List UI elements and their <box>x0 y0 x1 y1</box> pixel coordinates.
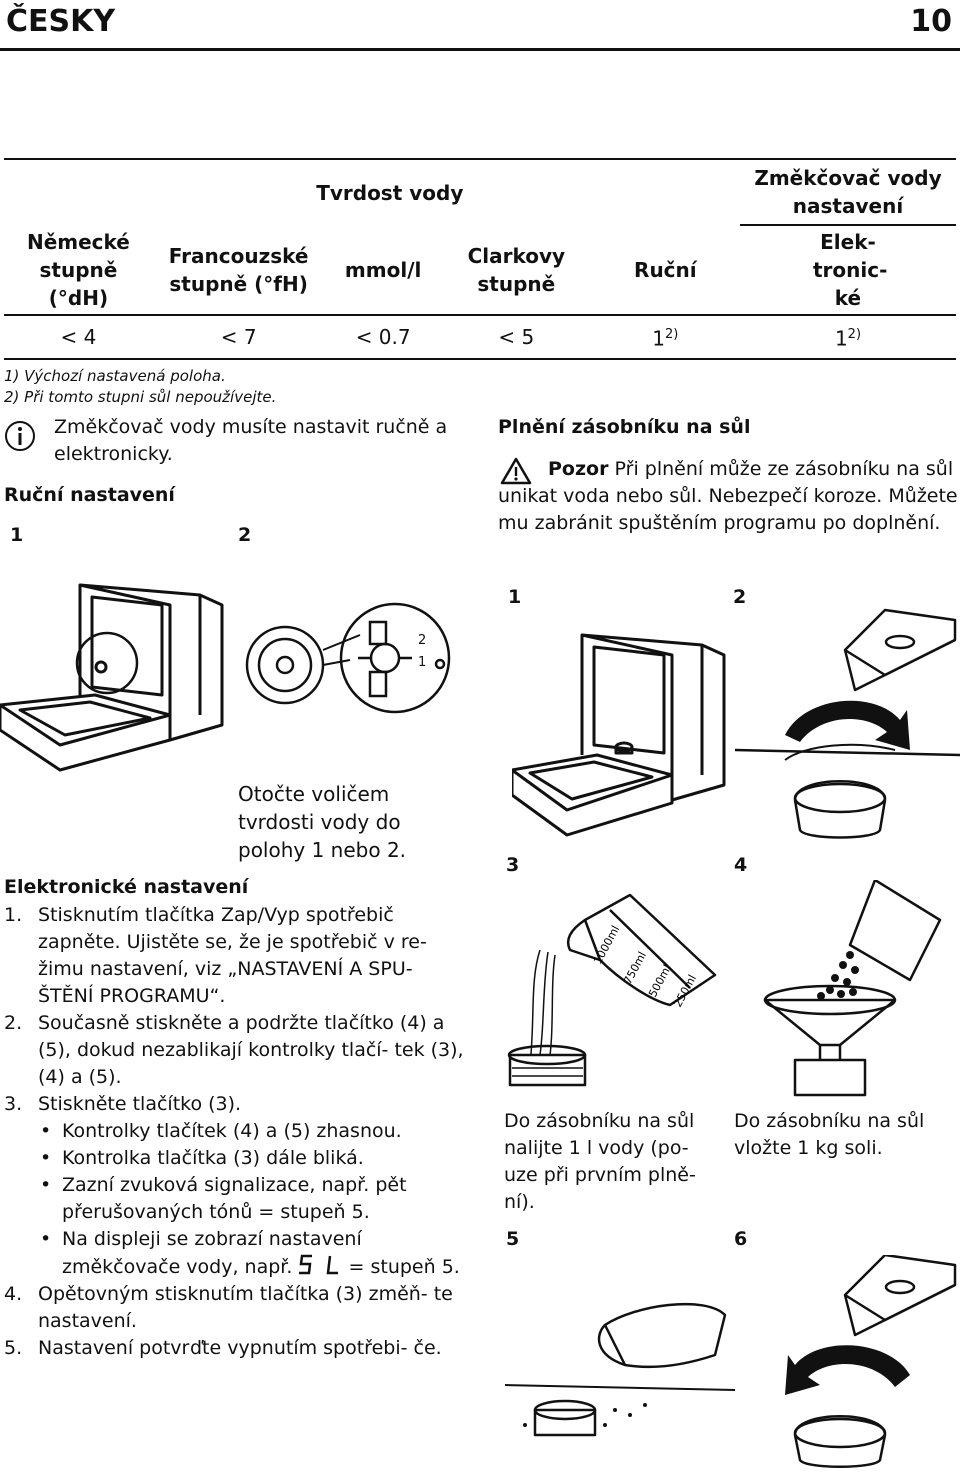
bullet-text: Kontrolky tlačítek (4) a (5) zhasnou. <box>62 1120 402 1142</box>
bullet-item: •Na displeji se zobrazí nastavení změkčo… <box>40 1228 460 1278</box>
hardness-dial-illustration: 2 1 <box>245 602 451 714</box>
col-clark: Clarkovy stupně <box>467 243 566 296</box>
page-number: 10 <box>910 4 952 39</box>
manual-step-1: 1 <box>10 524 24 546</box>
cell-clark: < 5 <box>498 325 535 349</box>
warning-label: Pozor <box>548 458 609 480</box>
step-item: 2. Současně stiskněte a podržte tlačítko … <box>4 1010 464 1091</box>
cell-electronic: 1 <box>834 326 848 351</box>
cell-manual: 1 <box>652 326 666 351</box>
bullet-item: •Kontrolky tlačítek (4) a (5) zhasnou. <box>40 1120 402 1142</box>
step-text: Opětovným stisknutím tlačítka (3) změň- … <box>38 1283 453 1332</box>
bullet-text: Kontrolka tlačítka (3) dále bliká. <box>62 1147 364 1169</box>
bullet-text-end: = stupeň 5. <box>348 1256 460 1278</box>
cell-french: < 7 <box>220 325 257 349</box>
header-rule <box>0 48 960 51</box>
step-item: 4. Opětovným stisknutím tlačítka (3) změň… <box>4 1281 464 1335</box>
caption-step-3: Do zásobníku na sůl nalijte 1 l vody (po… <box>504 1110 696 1213</box>
section-title: ČESKY <box>6 4 116 39</box>
salt-step-3: 3 <box>506 854 520 876</box>
wipe-salt-illustration <box>505 1302 735 1437</box>
warning-block: Pozor Při plnění může ze zásobníku na sů… <box>498 456 958 537</box>
step-text: Stisknutím tlačítka Zap/Vyp spotřebič za… <box>38 904 427 1007</box>
col-manual: Ruční <box>634 257 697 282</box>
dial-mark-1: 1 <box>418 655 426 670</box>
footnote-1: 1) Výchozí nastavená poloha. <box>4 367 226 385</box>
salt-step-1: 1 <box>508 586 522 608</box>
salt-step-6: 6 <box>734 1228 748 1250</box>
warning-icon <box>500 457 532 485</box>
info-icon <box>5 421 35 451</box>
caption-step-4: Do zásobníku na sůl vložte 1 kg soli. <box>734 1110 925 1159</box>
cell-mmol: < 0.7 <box>355 325 411 349</box>
step-item: 1. Stisknutím tlačítka Zap/Vyp spotřebič … <box>4 902 464 1010</box>
group-softener: Změkčovač vody nastavení <box>754 166 942 218</box>
dishwasher-open-illustration <box>0 583 224 772</box>
electronic-heading: Elektronické nastavení <box>4 876 249 898</box>
manual-caption: Otočte voličem tvrdosti vody do polohy 1… <box>238 782 407 862</box>
water-hardness-table: Tvrdost vody Změkčovač vody nastavení Ně… <box>4 158 956 360</box>
step-text: Nastavení potvrďte vypnutím spotřebi- če… <box>38 1337 442 1359</box>
col-german: Německé stupně (°dH) <box>26 229 130 310</box>
salt-heading: Plnění zásobníku na sůl <box>498 416 751 438</box>
dial-mark-2: 2 <box>418 633 426 648</box>
footnote-2: 2) Při tomto stupni sůl nepoužívejte. <box>4 388 277 406</box>
step-number: 2. <box>4 1012 23 1034</box>
group-hardness: Tvrdost vody <box>316 180 464 205</box>
bullet-text: Na displeji se zobrazí nastavení změkčov… <box>62 1228 362 1278</box>
manual-heading: Ruční nastavení <box>4 484 175 506</box>
warning-text: Při plnění může ze zásobníku na sůl unik… <box>498 458 958 534</box>
pour-water-illustration: 1000ml 750ml 500ml 250ml <box>507 893 717 1087</box>
step-text: Současně stiskněte a podržte tlačítko (4… <box>38 1012 464 1088</box>
close-cap-illustration <box>785 1255 957 1468</box>
step-number: 4. <box>4 1283 23 1305</box>
bullet-item: •Zazní zvuková signalizace, např. pět př… <box>40 1174 407 1223</box>
col-mmol: mmol/l <box>344 257 422 282</box>
step-text: Stiskněte tlačítko (3). <box>38 1093 242 1115</box>
manual-step-2: 2 <box>238 524 252 546</box>
step-item: 3. Stiskněte tlačítko (3). <box>4 1091 464 1118</box>
electronic-steps: 1. Stisknutím tlačítka Zap/Vyp spotřebič … <box>4 902 464 1362</box>
step-number: 1. <box>4 904 23 926</box>
open-cap-illustration <box>735 608 960 839</box>
bullet-text: Zazní zvuková signalizace, např. pět pře… <box>62 1174 407 1223</box>
salt-step-2: 2 <box>733 586 747 608</box>
step-number: 3. <box>4 1093 23 1115</box>
cell-german: < 4 <box>60 325 97 349</box>
salt-step-4: 4 <box>734 854 748 876</box>
salt-step-5: 5 <box>506 1228 520 1250</box>
bullet-item: •Kontrolka tlačítka (3) dále bliká. <box>40 1147 364 1169</box>
col-french: Francouzské stupně (°fH) <box>168 243 309 296</box>
step-number: 5. <box>4 1337 23 1359</box>
info-note: Změkčovač vody musíte nastavit ručně a e… <box>54 416 448 465</box>
display-segment-icon <box>299 1254 339 1275</box>
cell-electronic-note: 2) <box>847 327 862 343</box>
dishwasher-salt-illustration <box>512 633 726 837</box>
cell-manual-note: 2) <box>665 327 679 343</box>
col-electronic: Elek- tronic- ké <box>812 230 888 310</box>
step-item: 5. Nastavení potvrďte vypnutím spotřebi- … <box>4 1335 464 1362</box>
add-salt-illustration <box>763 880 942 1097</box>
